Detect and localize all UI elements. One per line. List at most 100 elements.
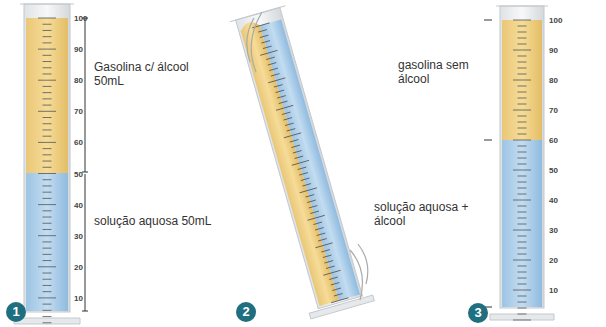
- scale-tick: [43, 61, 52, 62]
- scale-tick: [513, 200, 531, 201]
- scale-tick: [513, 230, 531, 231]
- cylinder-3: [484, 6, 554, 320]
- scale-tick: [518, 26, 527, 27]
- scale-number: 100: [549, 16, 562, 25]
- scale-tick: [43, 105, 52, 106]
- scale-tick: [317, 233, 326, 235]
- scale-tick: [321, 250, 330, 252]
- scale-tick: [513, 50, 531, 51]
- scale-number: 30: [549, 226, 558, 235]
- scale-number: 90: [549, 46, 558, 55]
- scale-tick: [43, 279, 52, 280]
- scale-tick: [518, 266, 527, 267]
- scale-tick: [518, 218, 527, 219]
- cylinder-1: [14, 4, 88, 327]
- scale-tick: [513, 260, 531, 261]
- scale-tick: [43, 198, 52, 199]
- scale-tick: [43, 241, 52, 242]
- scale-tick: [518, 296, 527, 297]
- scale-tick: [518, 302, 527, 303]
- scale-tick: [38, 173, 56, 174]
- scale-tick: [518, 128, 527, 129]
- scale-tick: [43, 30, 52, 31]
- scale-number: 20: [74, 262, 83, 271]
- scale-tick: [38, 49, 56, 50]
- scale-tick: [291, 145, 300, 147]
- scale-tick: [307, 200, 316, 202]
- scale-tick: [43, 154, 52, 155]
- scale-tick: [308, 215, 325, 220]
- scale-tick: [513, 320, 531, 321]
- scale-number: 20: [549, 256, 558, 265]
- scale-tick: [306, 195, 315, 197]
- scale-number: 80: [549, 76, 558, 85]
- scale-tick: [326, 266, 335, 268]
- scale-number: 10: [549, 286, 558, 295]
- scale-tick: [518, 38, 527, 39]
- scale-tick: [271, 74, 280, 76]
- scale-tick: [277, 96, 286, 98]
- scale-tick: [309, 206, 318, 208]
- scale-number: 70: [549, 106, 558, 115]
- scale-tick: [513, 110, 531, 111]
- scale-tick: [518, 236, 527, 237]
- scale-tick: [518, 134, 527, 135]
- scale-tick: [258, 30, 267, 32]
- scale-tick: [329, 277, 338, 279]
- scale-tick: [331, 283, 340, 285]
- scale-tick: [292, 160, 309, 165]
- scale-tick: [38, 18, 56, 19]
- scale-tick: [43, 310, 52, 311]
- scale-tick: [279, 101, 288, 103]
- scale-tick: [38, 80, 56, 81]
- scale-tick: [518, 158, 527, 159]
- scale-tick: [310, 211, 319, 213]
- scale-tick: [331, 298, 348, 303]
- scale-tick: [518, 44, 527, 45]
- scale-tick: [315, 228, 324, 230]
- scale-tick: [43, 73, 52, 74]
- scale-tick: [518, 92, 527, 93]
- scale-tick: [518, 188, 527, 189]
- scale-tick: [301, 178, 310, 180]
- scale-number: 30: [74, 231, 83, 240]
- scale-tick: [43, 322, 52, 323]
- scale-tick: [43, 129, 52, 130]
- scale-tick: [43, 210, 52, 211]
- scale-tick: [313, 222, 322, 224]
- scale-tick: [518, 284, 527, 285]
- scale-tick: [518, 212, 527, 213]
- scale-tick: [282, 112, 291, 114]
- scale-tick: [518, 74, 527, 75]
- callout-number: 1: [6, 302, 26, 322]
- scale-tick: [43, 136, 52, 137]
- scale-tick: [43, 123, 52, 124]
- scale-tick: [518, 242, 527, 243]
- scale-tick: [300, 188, 317, 193]
- scale-tick: [518, 116, 527, 117]
- scale-tick: [290, 140, 299, 142]
- scale-tick: [43, 161, 52, 162]
- scale-tick: [274, 85, 283, 87]
- scale-tick: [298, 167, 307, 169]
- scale-number: 40: [549, 196, 558, 205]
- scale-tick: [334, 294, 343, 296]
- scale-tick: [261, 41, 270, 43]
- scale-tick: [315, 243, 332, 248]
- scale-tick: [518, 104, 527, 105]
- scale-tick: [295, 156, 304, 158]
- scale-tick: [43, 316, 52, 317]
- scale-tick: [43, 192, 52, 193]
- scale-tick: [324, 261, 333, 263]
- scale-tick: [43, 254, 52, 255]
- scale-tick: [518, 68, 527, 69]
- scale-tick: [38, 142, 56, 143]
- scale-tick: [43, 304, 52, 305]
- scale-tick: [518, 206, 527, 207]
- scale-tick: [518, 272, 527, 273]
- scale-number: 10: [74, 293, 83, 302]
- scale-tick: [43, 117, 52, 118]
- scale-tick: [518, 194, 527, 195]
